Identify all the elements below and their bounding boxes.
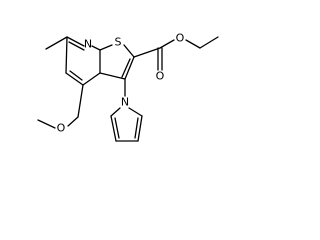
bond-oester-ch2 bbox=[185, 39, 201, 49]
bond-oether-ch3 bbox=[37, 119, 56, 129]
atom-label-sulfur: S bbox=[115, 36, 122, 49]
bond-c6-n7-double bbox=[68, 41, 85, 51]
bond-cc-cd-double bbox=[114, 117, 120, 139]
bond-ch2-ch3 bbox=[199, 36, 219, 49]
bond-c2-c3 bbox=[124, 56, 135, 80]
chemical-structure-diagram: N S O O O N bbox=[37, 32, 219, 142]
bond-npyrrole-ca bbox=[128, 107, 143, 117]
bond-c5-c6 bbox=[65, 36, 68, 74]
atom-label-oxygen-carbonyl: O bbox=[156, 70, 165, 83]
bond-cd-npyrrole bbox=[110, 107, 121, 117]
bond-c4-c5 bbox=[65, 72, 84, 86]
atom-label-nitrogen-pyridine: N bbox=[84, 38, 92, 51]
bond-c2-c3-double bbox=[121, 58, 131, 78]
bond-c4-ch2 bbox=[77, 84, 84, 118]
bond-c2-ccarbonyl bbox=[133, 47, 161, 58]
bond-c7a-s1 bbox=[99, 44, 113, 51]
bond-lines bbox=[37, 36, 219, 142]
bond-ch2-oether bbox=[67, 116, 79, 127]
atom-label-oxygen-ester: O bbox=[176, 32, 185, 45]
bond-c3-c3a bbox=[99, 72, 126, 80]
bond-ccarbonyl-oester bbox=[159, 39, 175, 49]
bond-n7-c7a bbox=[91, 45, 101, 51]
atom-label-oxygen-ether: O bbox=[57, 122, 66, 135]
atom-labels: N S O O O N bbox=[57, 32, 185, 135]
bond-s1-c2 bbox=[123, 44, 135, 58]
bond-cc-cd bbox=[110, 115, 117, 142]
atom-label-nitrogen-pyrrole: N bbox=[121, 96, 129, 109]
bond-c6-n7 bbox=[66, 36, 85, 47]
bond-methyl-c6 bbox=[45, 36, 68, 50]
bond-c3a-c4 bbox=[82, 72, 101, 86]
bond-ca-cb-double bbox=[134, 117, 139, 139]
bond-ca-cb bbox=[137, 115, 143, 142]
bond-c4-c5-double bbox=[69, 70, 83, 81]
